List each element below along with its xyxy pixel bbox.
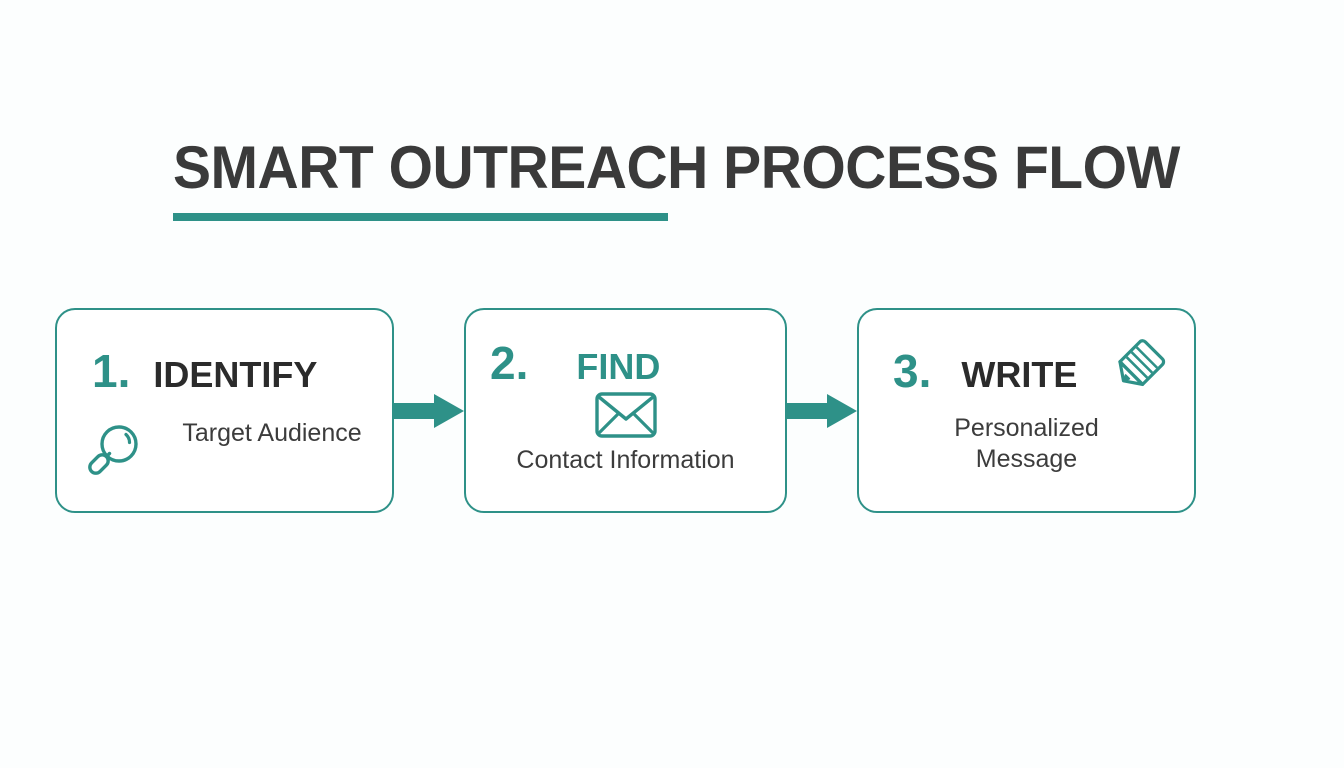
step-header: 2. FIND (490, 340, 660, 386)
step-title: WRITE (961, 354, 1078, 395)
process-step-write[interactable]: 3. WRITE Personalized Message (857, 308, 1196, 513)
step-caption: Contact Information (516, 446, 735, 474)
page-title: SMART OUTREACH PROCESS FLOW (173, 134, 1180, 201)
step-number: 3. (893, 345, 932, 397)
process-step-identify[interactable]: 1. IDENTIFY Target Audience (55, 308, 394, 513)
step-header: 1. IDENTIFY (92, 348, 317, 394)
arrow-right-icon (394, 393, 464, 428)
pencil-icon (1116, 338, 1172, 394)
arrow-right-icon (787, 393, 857, 428)
step-number: 1. (92, 345, 131, 397)
step-caption: Target Audience (182, 419, 362, 447)
magnifier-icon (84, 422, 142, 484)
process-flow: 1. IDENTIFY Target Audience 2. FIND (55, 308, 1273, 513)
page-title-block: SMART OUTREACH PROCESS FLOW (173, 134, 1180, 221)
step-number: 2. (490, 337, 529, 389)
step-title: FIND (576, 346, 661, 387)
process-step-find[interactable]: 2. FIND Contact Information (464, 308, 787, 513)
step-caption-line1: Personalized (954, 414, 1099, 442)
title-underline (173, 213, 668, 221)
envelope-icon (594, 392, 657, 438)
step-caption-line2: Message (975, 445, 1078, 474)
step-title: IDENTIFY (153, 354, 318, 395)
step-header: 3. WRITE (893, 348, 1077, 394)
step-caption: Personalized Message (859, 413, 1194, 476)
